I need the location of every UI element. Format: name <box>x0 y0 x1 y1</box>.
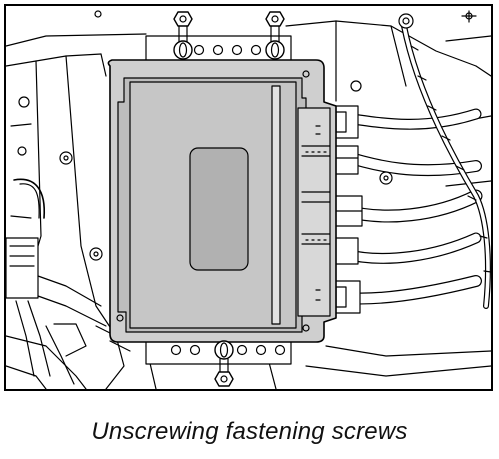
screw-icon <box>89 247 103 261</box>
mounting-nuts <box>59 151 393 261</box>
illustration-frame <box>4 4 493 391</box>
fastening-bolt-icon <box>265 11 285 60</box>
left-harness <box>6 178 131 389</box>
screw-icon <box>59 151 73 165</box>
fastening-bolt-icon <box>173 11 193 60</box>
figure-caption: Unscrewing fastening screws <box>91 418 408 445</box>
fastening-bolt-icon <box>214 340 234 387</box>
ecu-removal-illustration <box>6 10 491 389</box>
ecu-housing <box>107 59 337 343</box>
right-harness <box>338 10 491 309</box>
screw-icon <box>379 171 393 185</box>
